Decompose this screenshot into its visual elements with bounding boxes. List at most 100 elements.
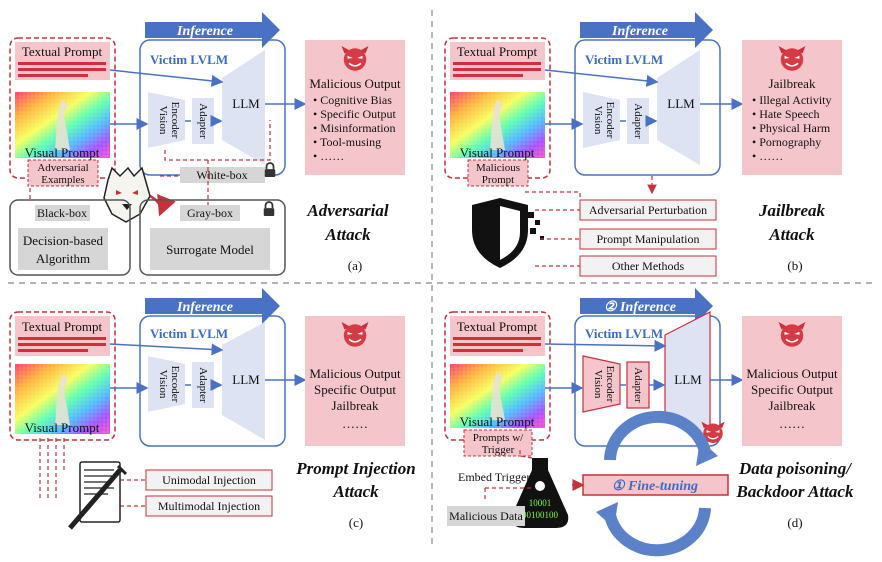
output-title-b: Jailbreak — [769, 76, 816, 91]
output-item-a-3: • Misinformation — [313, 121, 396, 135]
textual-prompt-box-a — [15, 42, 110, 80]
llm-label-c: LLM — [232, 372, 260, 387]
output-line-d-3: Jailbreak — [769, 398, 816, 413]
fine-tuning-label: ① Fine-tuning — [612, 479, 698, 494]
shield-icon — [472, 198, 544, 268]
panel-d: Textual Prompt Visual Prompt Prompts w/ … — [444, 288, 854, 557]
multimodal-injection-box — [145, 495, 273, 517]
adapter-shape-a — [192, 98, 214, 144]
title-a-line1: Adversarial — [306, 201, 389, 220]
output-item-a-4: • Tool-musing — [313, 135, 381, 149]
output-line-c-2: Specific Output — [314, 382, 396, 397]
panel-c: Textual Prompt Visual Prompt Inference V… — [9, 288, 416, 530]
output-line-c-3: Jailbreak — [332, 398, 379, 413]
vision-encoder-label1-b: Vision — [592, 106, 604, 135]
prompts-trigger-line1: Prompts w/ — [473, 432, 524, 444]
output-item-a-2: • Specific Output — [313, 107, 397, 121]
title-d-line1: Data poisoning/ — [738, 459, 853, 478]
method-box-2 — [579, 228, 717, 250]
output-item-b-5: • …… — [752, 149, 783, 163]
panel-a: Textual Prompt Visual Prompt Adversarial… — [9, 12, 405, 276]
title-b-line1: Jailbreak — [758, 201, 826, 220]
output-item-a-5: • …… — [313, 149, 344, 163]
output-line-d-4: …… — [779, 416, 805, 431]
vision-encoder-label2-c: Encoder — [169, 366, 181, 403]
adapter-label-a: Adapter — [197, 103, 209, 139]
malicious-data-label: Malicious Data — [449, 509, 523, 523]
adversarial-examples-line2: Examples — [41, 174, 84, 186]
unimodal-injection-label: Unimodal Injection — [162, 473, 256, 487]
textual-prompt-label-d: Textual Prompt — [457, 319, 538, 334]
decision-algo-line2: Algorithm — [36, 251, 90, 266]
flask-binary-line1: 10001 — [529, 498, 552, 508]
adapter-label-b: Adapter — [632, 103, 644, 139]
textual-prompt-label-b: Textual Prompt — [457, 44, 538, 59]
visual-prompt-label-d: Visual Prompt — [460, 414, 535, 429]
label-c: (c) — [349, 515, 363, 530]
vision-encoder-shape-a — [148, 92, 185, 148]
output-item-b-3: • Physical Harm — [752, 121, 831, 135]
llm-label-b: LLM — [667, 96, 695, 111]
output-line-d-2: Specific Output — [751, 382, 833, 397]
inference-label-d: ② Inference — [604, 300, 676, 315]
decision-algo-line1: Decision-based — [23, 233, 104, 248]
adapter-label-c: Adapter — [197, 367, 209, 403]
flask-binary-line2: 00100100 — [522, 510, 559, 520]
title-c-line1: Prompt Injection — [295, 459, 415, 478]
output-item-a-1: • Cognitive Bias — [313, 93, 392, 107]
inference-label-a: Inference — [176, 24, 233, 39]
inference-label-b: Inference — [611, 24, 668, 39]
llm-label-d: LLM — [674, 372, 702, 387]
fine-tuning-cycle-icon — [596, 410, 718, 557]
malicious-prompt-line2: Prompt — [482, 174, 514, 186]
adversarial-examples-line1: Adversarial — [37, 162, 88, 174]
vision-encoder-label1-a: Vision — [157, 106, 169, 135]
method-label-3: Other Methods — [612, 259, 685, 273]
surrogate-model-label: Surrogate Model — [166, 242, 254, 257]
black-box-label: Black-box — [37, 206, 87, 220]
output-item-b-2: • Hate Speech — [752, 107, 820, 121]
label-a: (a) — [348, 258, 362, 273]
white-box-box — [180, 167, 265, 183]
victim-lvlm-label-a: Victim LVLM — [150, 52, 228, 67]
output-title-a: Malicious Output — [309, 76, 401, 91]
black-box-box — [35, 205, 90, 221]
adapter-label-d: Adapter — [632, 367, 644, 403]
inference-label-c: Inference — [176, 300, 233, 315]
victim-lvlm-label-b: Victim LVLM — [585, 52, 663, 67]
title-c-line2: Attack — [332, 482, 379, 501]
textual-prompt-label-a: Textual Prompt — [22, 44, 103, 59]
multimodal-injection-label: Multimodal Injection — [158, 499, 260, 513]
decision-algo-box — [18, 228, 108, 270]
output-line-c-4: …… — [342, 416, 368, 431]
unimodal-injection-box — [145, 469, 273, 491]
embed-triggers-label: Embed Triggers — [458, 470, 535, 484]
panel-b: Textual Prompt Visual Prompt Malicious P… — [444, 12, 842, 277]
output-item-b-4: • Pornography — [752, 135, 821, 149]
vision-encoder-label1-c: Vision — [157, 370, 169, 399]
victim-lvlm-label-c: Victim LVLM — [150, 326, 228, 341]
wolf-attacker-icon — [103, 166, 151, 223]
vision-encoder-label1-d: Vision — [592, 370, 604, 399]
label-d: (d) — [787, 515, 802, 530]
inference-arrow-a — [145, 12, 280, 48]
white-box-label: White-box — [196, 168, 247, 182]
surrogate-model-box — [150, 228, 270, 270]
output-line-c-1: Malicious Output — [309, 366, 401, 381]
method-label-2: Prompt Manipulation — [597, 232, 700, 246]
label-b: (b) — [787, 258, 802, 273]
output-item-b-1: • Illegal Activity — [752, 93, 832, 107]
visual-prompt-label-b: Visual Prompt — [460, 145, 535, 160]
malicious-data-box — [447, 506, 525, 526]
syringe-document-icon — [68, 461, 128, 530]
poison-flask-icon: 10001 00100100 — [511, 458, 569, 528]
vision-encoder-label2-b: Encoder — [604, 102, 616, 139]
llm-shape-a — [222, 50, 265, 165]
gray-box-label: Gray-box — [187, 206, 233, 220]
vision-encoder-label2-d: Encoder — [604, 366, 616, 403]
malicious-prompt-line1: Malicious — [476, 162, 520, 174]
gray-box-box — [180, 205, 240, 221]
prompts-trigger-line2: Trigger — [482, 444, 515, 456]
method-label-1: Adversarial Perturbation — [589, 203, 707, 217]
